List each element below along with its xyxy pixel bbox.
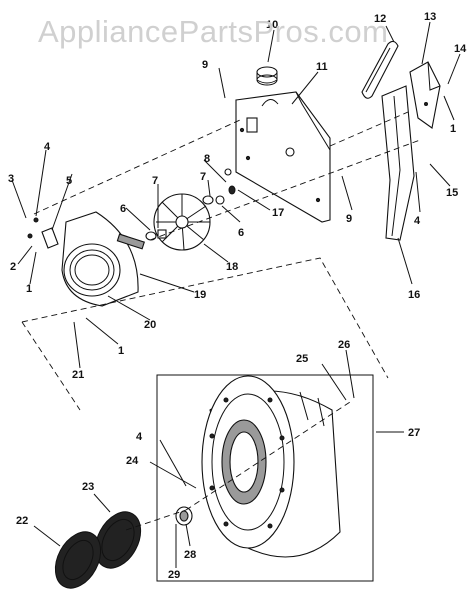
callout-11: 11 <box>316 61 328 73</box>
callout-9-mid: 9 <box>346 213 352 225</box>
strap-part-16 <box>381 85 415 241</box>
callout-labels: 9 10 11 12 13 14 1 15 4 16 9 17 8 7 6 7 … <box>8 11 467 581</box>
callout-8: 8 <box>204 153 210 165</box>
callout-13: 13 <box>424 11 436 23</box>
bracket-part-13 <box>409 61 441 129</box>
callout-29: 29 <box>168 569 180 581</box>
callout-1-mid: 1 <box>118 345 124 357</box>
belt-part-12 <box>361 40 399 99</box>
site-watermark: AppliancePartsPros.com <box>38 14 389 49</box>
drum-frame <box>21 257 389 582</box>
bulkhead-plate <box>235 91 331 223</box>
drum-assembly <box>201 375 341 558</box>
small-hardware <box>145 168 236 241</box>
callout-4-right: 4 <box>414 215 421 227</box>
callout-18: 18 <box>226 261 238 273</box>
callout-20: 20 <box>144 319 156 331</box>
callout-7-a: 7 <box>200 171 206 183</box>
grille-part-23 <box>94 511 142 569</box>
callout-7-b: 7 <box>152 175 158 187</box>
callout-28: 28 <box>184 549 196 561</box>
alignment-lines <box>33 111 421 531</box>
callout-21: 21 <box>72 369 84 381</box>
callout-2: 2 <box>10 261 16 273</box>
callout-27: 27 <box>408 427 420 439</box>
callout-1-left: 1 <box>26 283 32 295</box>
grille-part-22 <box>54 531 102 589</box>
callout-26: 26 <box>338 339 350 351</box>
callout-19: 19 <box>194 289 206 301</box>
callout-25: 25 <box>296 353 308 365</box>
callout-24: 24 <box>126 455 139 467</box>
callout-23: 23 <box>82 481 94 493</box>
callout-14: 14 <box>454 43 467 55</box>
callout-5: 5 <box>66 175 72 187</box>
callout-4-lower: 4 <box>136 431 143 443</box>
callout-9-top: 9 <box>202 59 208 71</box>
callout-4-left: 4 <box>44 141 51 153</box>
callout-22: 22 <box>16 515 28 527</box>
clip-part-5 <box>27 217 59 249</box>
callout-3: 3 <box>8 173 14 185</box>
blower-housing <box>61 211 145 307</box>
callout-17: 17 <box>272 207 284 219</box>
callout-15: 15 <box>446 187 458 199</box>
ring-part-10 <box>256 66 278 86</box>
callout-6-left: 6 <box>120 203 126 215</box>
callout-16: 16 <box>408 289 420 301</box>
bearing-part-28 <box>175 506 193 526</box>
leader-lines <box>11 21 461 568</box>
callout-10: 10 <box>266 19 278 31</box>
callout-12: 12 <box>374 13 386 25</box>
callout-6-right: 6 <box>238 227 244 239</box>
fan-impeller <box>153 193 211 251</box>
callout-1-right: 1 <box>450 123 456 135</box>
